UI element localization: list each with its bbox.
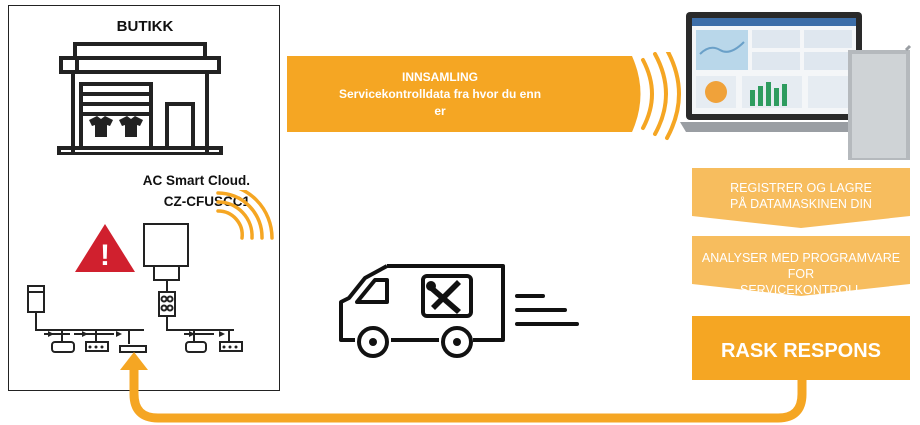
device-name: AC Smart Cloud. (80, 170, 250, 191)
analyse-line1: ANALYSER MED PROGRAMVARE FOR (692, 250, 910, 282)
tools-icon (426, 280, 461, 314)
analyse-line2: SERVICEKONTROLL (692, 282, 910, 298)
store-title: BUTIKK (9, 18, 281, 35)
collection-subtitle: Servicekontrolldata fra hvor du enn er (335, 86, 545, 120)
collection-label: INNSAMLING Servicekontrolldata fra hvor … (335, 69, 545, 120)
collection-title: INNSAMLING (335, 69, 545, 86)
return-arrow (110, 340, 820, 425)
store-building-icon (55, 40, 225, 155)
laptop-icon (680, 10, 920, 160)
analyse-step: ANALYSER MED PROGRAMVARE FOR SERVICEKONT… (692, 250, 910, 298)
register-line2: PÅ DATAMASKINEN DIN (692, 196, 910, 212)
register-step: REGISTRER OG LAGRE PÅ DATAMASKINEN DIN (692, 180, 910, 212)
register-line1: REGISTRER OG LAGRE (692, 180, 910, 196)
